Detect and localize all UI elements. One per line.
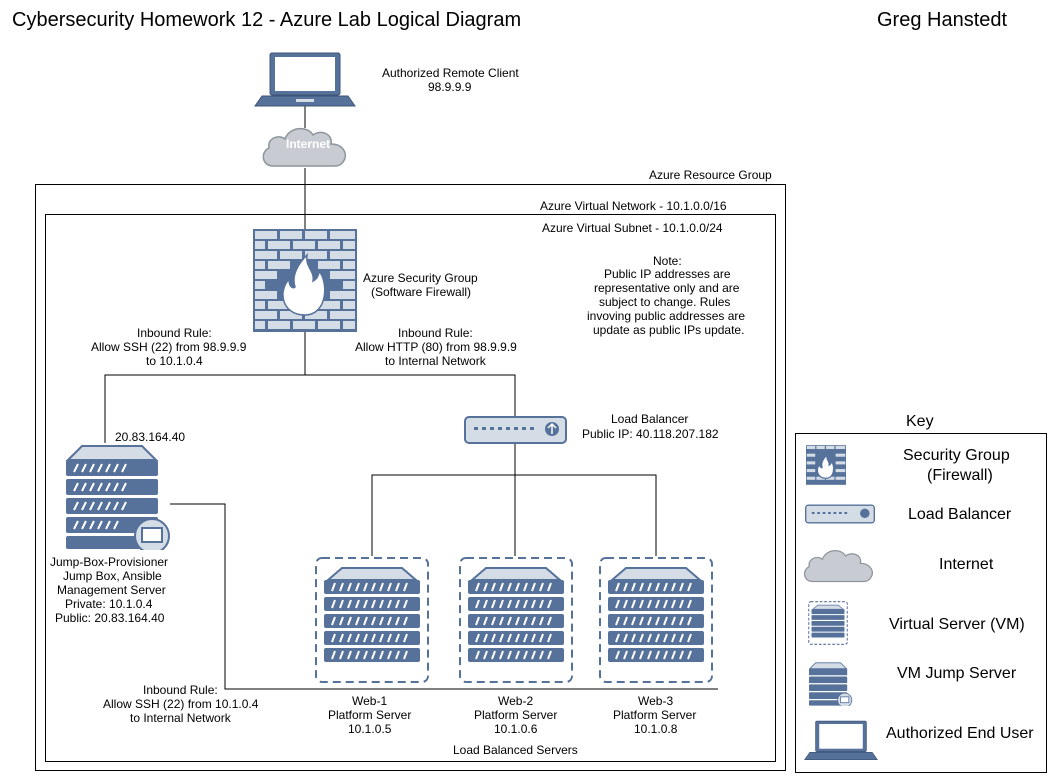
client-label: Authorized Remote Client (382, 66, 519, 80)
virtual-subnet-label: Azure Virtual Subnet - 10.1.0.0/24 (542, 221, 723, 235)
azure-resource-group-box (35, 184, 786, 771)
load-balancer-label: Load Balancer (611, 412, 689, 426)
internet-label: Internet (286, 137, 331, 151)
web-3-role: Platform Server (613, 708, 697, 722)
note-title: Note: (653, 254, 682, 268)
web-2-server-icon (459, 557, 573, 683)
note-line: invoving public addresses are (587, 309, 746, 323)
internet-cloud-icon (262, 127, 347, 167)
key-label-end-user: Authorized End User (886, 725, 1034, 742)
key-label-jump-server: VM Jump Server (897, 665, 1017, 682)
ssh-rule-line: to 10.1.0.4 (146, 354, 203, 368)
cloud-icon (804, 550, 873, 583)
key-box (795, 433, 1047, 773)
web-3-server-icon (599, 557, 713, 683)
note-line: representative only and are (594, 281, 740, 295)
internal-ssh-rule-line: Allow SSH (22) from 10.1.0.4 (103, 697, 259, 711)
jump-server-icon (808, 662, 853, 706)
azure-virtual-subnet-box (45, 214, 776, 762)
page-title: Cybersecurity Homework 12 - Azure Lab Lo… (12, 9, 522, 31)
jump-box-line: Jump-Box-Provisioner (50, 555, 169, 569)
security-group-label-1: Azure Security Group (363, 271, 478, 285)
key-label-internet: Internet (939, 556, 994, 573)
load-balancer-icon (805, 504, 875, 524)
firewall-icon (806, 445, 846, 485)
virtual-network-label: Azure Virtual Network - 10.1.0.0/16 (540, 199, 727, 213)
jump-box-line: Jump Box, Ansible (63, 569, 162, 583)
note-line: update as public IPs update. (593, 323, 745, 337)
server-icon (808, 601, 848, 645)
http-rule-line: Allow HTTP (80) from 98.9.9.9 (355, 340, 517, 354)
resource-group-label: Azure Resource Group (649, 168, 772, 182)
laptop-icon (804, 720, 878, 760)
load-balanced-servers-label: Load Balanced Servers (453, 743, 578, 757)
ssh-rule-line: Allow SSH (22) from 98.9.9.9 (91, 340, 247, 354)
web-3-name: Web-3 (638, 694, 674, 708)
jump-box-line: Private: 10.1.0.4 (65, 597, 153, 611)
author-name: Greg Hanstedt (877, 9, 1008, 31)
key-label-firewall: (Firewall) (927, 467, 993, 484)
web-2-name: Web-2 (498, 694, 534, 708)
security-group-label-2: (Software Firewall) (371, 285, 472, 299)
http-rule-line: to Internal Network (385, 354, 486, 368)
web-3-ip: 10.1.0.8 (634, 722, 678, 736)
web-2-ip: 10.1.0.6 (494, 722, 538, 736)
web-1-role: Platform Server (328, 708, 412, 722)
jump-box-line: Public: 20.83.164.40 (55, 611, 165, 625)
web-1-name: Web-1 (352, 694, 388, 708)
key-label-security-group: Security Group (903, 447, 1010, 464)
web-1-ip: 10.1.0.5 (348, 722, 392, 736)
laptop-icon (254, 52, 356, 107)
load-balancer-icon (464, 416, 567, 444)
ssh-rule-line: Inbound Rule: (137, 326, 212, 340)
firewall-icon (253, 229, 357, 332)
key-label-load-balancer: Load Balancer (908, 506, 1012, 523)
web-2-role: Platform Server (474, 708, 558, 722)
key-title: Key (906, 413, 934, 430)
key-label-virtual-server: Virtual Server (VM) (889, 616, 1025, 633)
note-line: subject to change. Rules (599, 295, 731, 309)
http-rule-line: Inbound Rule: (398, 326, 473, 340)
load-balancer-ip: Public IP: 40.118.207.182 (582, 427, 719, 441)
jump-box-line: Management Server (57, 583, 166, 597)
jump-server-icon (65, 445, 170, 550)
client-ip: 98.9.9.9 (428, 80, 472, 94)
internal-ssh-rule-line: Inbound Rule: (143, 683, 218, 697)
note-line: Public IP addresses are (604, 267, 731, 281)
jump-box-public-ip: 20.83.164.40 (115, 430, 186, 444)
internal-ssh-rule-line: to Internal Network (130, 711, 231, 725)
web-1-server-icon (315, 557, 429, 683)
